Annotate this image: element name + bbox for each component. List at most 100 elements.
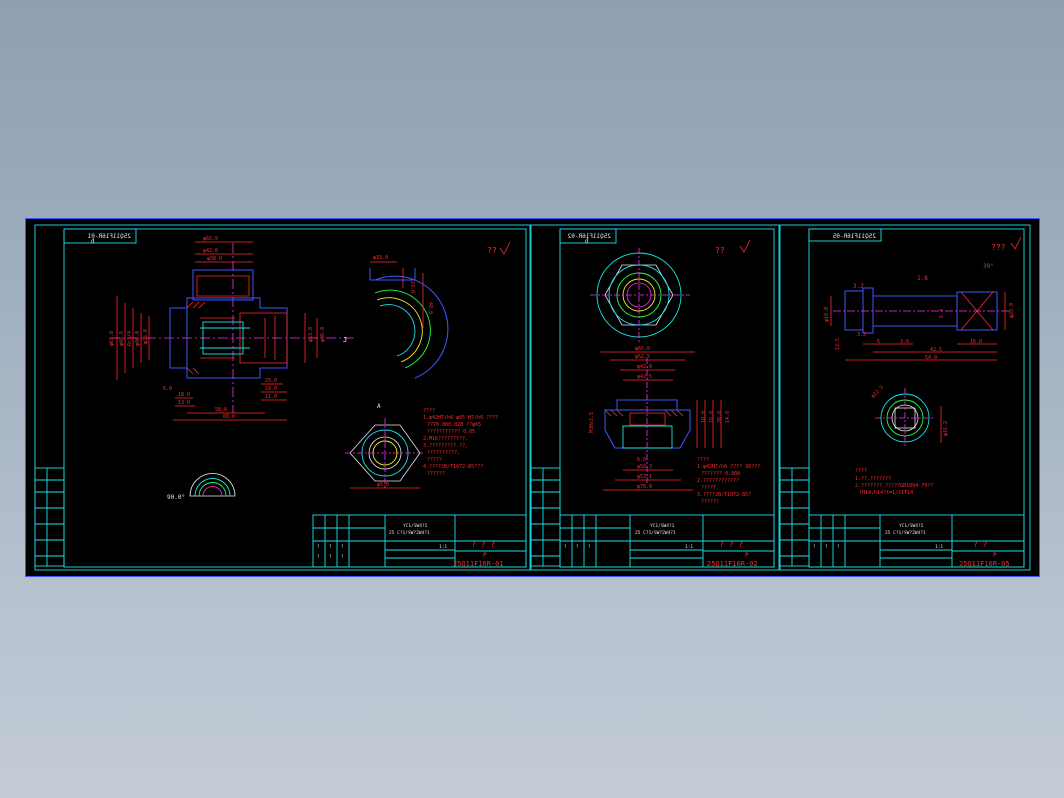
sheet-3-title-block: YC1/SW4?1 25 C?1/SW?2W4?1 ? ? P 25Q11F16… [808, 514, 1025, 568]
sheet-2-drawing-code: 25Q11F16R-02 [707, 560, 758, 568]
drawing-text: ?H14,h14?t=1/2IT14 [859, 490, 913, 496]
drawing-text: ????? [701, 485, 716, 491]
sheet-1-section-marker: J [343, 336, 347, 344]
dim-phi61: φ61.0 [109, 331, 115, 346]
sheet-2-stamp-sub: d [585, 238, 589, 245]
dim3-3-6: 3.6 [900, 339, 909, 345]
drawing-text: ?????? [427, 471, 445, 477]
drawing-text: ? [837, 544, 840, 549]
drawing-polygon [604, 264, 674, 326]
drawing-text: ??70.000.028 ??φ65 [427, 422, 481, 428]
dim3-phi16: φ16.2 [943, 421, 949, 436]
sheet-1-hex-view: φ5.0 A [345, 403, 425, 489]
drawing-text: ? [825, 544, 828, 549]
sheet-1-subtitle: YC1/SW4?1 [403, 523, 428, 529]
drawing-text: ??????????, [427, 450, 460, 456]
drawing-rect [629, 412, 666, 426]
dim3-6-4: 6.4 [939, 309, 945, 318]
dim2-phi65: φ65.0 [635, 346, 650, 352]
drawing-path [198, 482, 227, 497]
drawing-text: 1.φ42H7/h6 ???? 30??? [697, 464, 760, 470]
sheet-2-title-marks: ? ? ? [719, 540, 743, 549]
drawing-text: ? [329, 554, 332, 559]
sheet-3-roughness-icon [1010, 236, 1022, 250]
sheet-2-dimensions: φ65.0 φ52.5 φ42.0 φ42.5 φ58.3 φ53.1 φ70.… [589, 346, 731, 491]
dim2-thread: M30x1.5 [589, 412, 595, 433]
dim3-12-5: 12.5 [835, 338, 841, 350]
dim-21: 21.0 [265, 394, 277, 400]
sheet-2-subtitle2: 25 C?1/SW?2W4?1 [635, 530, 676, 536]
drawing-text: ? [341, 554, 344, 559]
sheet-1-small-arc: 90.0° [167, 473, 236, 501]
dim2-phi42: φ42.0 [637, 364, 652, 370]
sheet-2-stamp-box [559, 228, 617, 244]
sheet-3-end-view: φ12.2 φ16.2 [870, 385, 949, 448]
sheet-3-stamp-code: 25Q11F16R-05 [832, 233, 876, 240]
title-block-cells: ? ? ? ? ? ? ? ? ? ? ? ? [317, 544, 840, 559]
dim2-phi70: φ70.0 [637, 484, 652, 490]
sheet-2-title-sub: P [745, 552, 749, 559]
drawing-path [956, 291, 998, 331]
sheet-1-arc-view: φ33.0 23.0 48.0 [369, 255, 449, 379]
sheet-1-body-outline [186, 297, 288, 379]
sheet-3-outer-frame [779, 224, 1031, 571]
drawing-path [379, 304, 416, 357]
dim-phi53: φ53.0 [308, 327, 314, 342]
drawing-path [194, 478, 231, 497]
dim-68: 68.0 [223, 414, 235, 420]
dim-6: 6.0 [163, 386, 172, 392]
sheet-1-section-view: φ65.0 φ42.0 φ58.0 φ61.0 φ48.5 Rc3/4 φ40.… [109, 236, 355, 421]
sheet-1-inner-frame [63, 228, 527, 568]
sheet-1-stamp-sub: d [91, 238, 95, 245]
drawing-text: ? [813, 544, 816, 549]
drawing-path [186, 301, 206, 375]
drawing-path [189, 473, 236, 497]
drawing-text: ? [564, 544, 567, 549]
dim-phi42: φ42.0 [203, 248, 218, 254]
sheet-1-angle-label: 90.0° [167, 494, 185, 501]
drawing-text: 3.????JB/T1072-85? [697, 492, 751, 498]
cad-drawing-canvas: 25Q11F16R-01 d ?? [25, 218, 1040, 577]
dim-23: 23.0 [409, 281, 415, 293]
dim2-phi52: φ52.5 [635, 354, 650, 360]
sheet-3: 25Q11F16R-05 ??? [779, 224, 1031, 571]
sheet-2-notes: ???? 1.φ42H7/h6 ???? 30??? ??????? 0.008… [697, 457, 760, 505]
dim-phi40: φ40.0 [135, 331, 141, 346]
dim-48-vert: 48.0 [427, 302, 433, 314]
sheet-3-roughness-mark: ??? [991, 243, 1006, 252]
dim-phi65: φ65.0 [203, 236, 218, 242]
sheet-3-subtitle2: 25 C?1/SW?2W4?1 [885, 530, 926, 536]
dim-phi48: φ48.5 [119, 331, 125, 346]
drawing-rect [34, 467, 65, 567]
drawing-viewport[interactable]: 25Q11F16R-01 d ?? [25, 218, 1040, 577]
dim3-42-5: 42.5 [930, 347, 942, 353]
sheet-1-title-block: YC1/SW4?1 25 C?1/SW?2W4?1 ? ? ? P 25Q11F… [312, 514, 527, 568]
dim3-30deg: 30° [983, 263, 994, 270]
dim-24: 24.0 [265, 386, 277, 392]
sheet-1-title-sub: P [483, 552, 487, 559]
sheet-1-roughness-mark: ?? [487, 246, 497, 255]
sheet-2-roughness-mark: ?? [715, 246, 725, 255]
drawing-path [202, 486, 223, 497]
dim-phi33: φ33.0 [373, 255, 388, 261]
dim3-16: 16.0 [970, 339, 982, 345]
sheet-1-top-boss [192, 269, 254, 301]
sheet-1-dimensions: φ65.0 φ42.0 φ58.0 φ61.0 φ48.5 Rc3/4 φ40.… [109, 236, 326, 421]
dim3-phi29: φ29.0 [1009, 303, 1015, 318]
drawing-path [604, 409, 691, 449]
dim2-14: 14.0 [725, 411, 731, 423]
drawing-text: ? [317, 544, 320, 549]
sheet-2: 25Q11F16R-02 d ?? [530, 224, 780, 571]
drawing-text: 2.???????????? [697, 478, 739, 484]
viewport-border [25, 218, 1040, 577]
drawing-text: ? [317, 554, 320, 559]
sheet-1-notes: ???? 1.φ42H7/h6 φ65 H7/h6 ???? ??70.000.… [423, 408, 498, 477]
drawing-text: ??????? 0.008 [701, 471, 740, 477]
drawing-path [369, 268, 416, 281]
drawing-text: ? [341, 544, 344, 549]
drawing-path [862, 287, 874, 334]
sheet-1-outer-frame [34, 224, 531, 571]
dim-phi5: φ5.0 [377, 482, 389, 488]
sheet-2-title-block: YC1/SW4?1 25 C?1/SW?2W4?1 ? ? ? P 25Q11F… [559, 514, 775, 568]
sheet-1: 25Q11F16R-01 d ?? [34, 224, 531, 571]
